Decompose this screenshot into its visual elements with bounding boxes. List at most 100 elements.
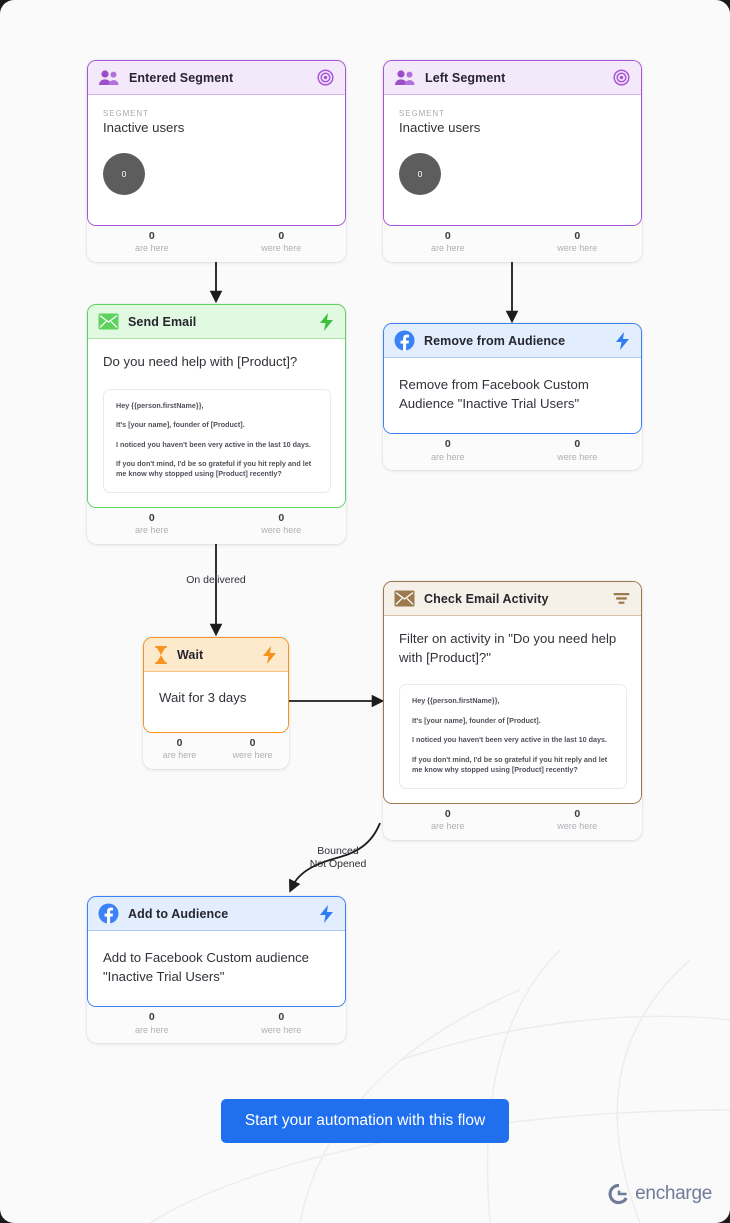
stat-are-here-value: 0 bbox=[148, 230, 155, 242]
node-check-email-activity-stats: 0 are here 0 were here bbox=[383, 804, 642, 838]
stat-are-here: 0 are here bbox=[143, 733, 216, 767]
lightning-bolt-icon bbox=[320, 904, 333, 923]
add-audience-description: Add to Facebook Custom audience "Inactiv… bbox=[103, 950, 309, 984]
stat-were-here-label: were here bbox=[261, 525, 302, 536]
remove-audience-description: Remove from Facebook Custom Audience "In… bbox=[399, 377, 589, 411]
node-wait-title: Wait bbox=[177, 647, 204, 662]
stat-were-here-value: 0 bbox=[278, 1011, 285, 1024]
stat-were-here-label: were here bbox=[261, 1024, 302, 1035]
stat-are-here: 0 are here bbox=[87, 1007, 217, 1041]
stat-were-here-label: were here bbox=[557, 243, 598, 254]
node-entered-segment-stats: 0 are here 0 were here bbox=[87, 226, 346, 260]
target-icon[interactable] bbox=[613, 69, 630, 86]
email-line: It's [your name], founder of [Product]. bbox=[412, 715, 541, 725]
stat-are-here-value: 0 bbox=[148, 1011, 155, 1024]
node-wait-body: Wait Wait for 3 days bbox=[143, 637, 289, 733]
node-wait-stats: 0 are here 0 were here bbox=[143, 733, 289, 767]
stat-are-here: 0 are here bbox=[87, 226, 217, 260]
node-send-email-stats: 0 are here 0 were here bbox=[87, 508, 346, 542]
stat-are-here: 0 are here bbox=[383, 804, 513, 838]
stat-are-here-label: are here bbox=[430, 820, 465, 831]
envelope-icon bbox=[394, 590, 415, 607]
email-body-preview: Hey {{person.firstName}}, It's [your nam… bbox=[103, 388, 331, 493]
wait-description: Wait for 3 days bbox=[159, 690, 247, 705]
node-send-email-body: Send Email Do you need help with [Produc… bbox=[87, 304, 346, 508]
stat-were-here: 0 were here bbox=[513, 434, 643, 468]
stat-were-here-value: 0 bbox=[278, 230, 285, 242]
stat-are-here-label: are here bbox=[430, 451, 465, 462]
connector-label-on-delivered: On delivered bbox=[186, 574, 246, 586]
node-wait-content: Wait for 3 days bbox=[144, 672, 288, 732]
node-add-to-audience-content: Add to Facebook Custom audience "Inactiv… bbox=[88, 931, 345, 1007]
node-check-email-activity-title: Check Email Activity bbox=[424, 591, 549, 606]
stat-were-here: 0 were here bbox=[513, 804, 643, 838]
stat-are-here-value: 0 bbox=[444, 230, 451, 242]
node-add-to-audience-stats: 0 are here 0 were here bbox=[87, 1007, 346, 1041]
stat-were-here-label: were here bbox=[557, 451, 598, 462]
node-entered-segment-title: Entered Segment bbox=[129, 70, 234, 85]
envelope-icon bbox=[98, 313, 119, 330]
node-left-segment-title: Left Segment bbox=[425, 70, 506, 85]
node-send-email-content: Do you need help with [Product]? Hey {{p… bbox=[88, 339, 345, 507]
node-add-to-audience-body: Add to Audience Add to Facebook Custom a… bbox=[87, 896, 346, 1008]
hourglass-icon bbox=[155, 645, 167, 664]
stat-were-here: 0 were here bbox=[217, 226, 347, 260]
stat-were-here-label: were here bbox=[232, 749, 273, 760]
stat-were-here-label: were here bbox=[261, 243, 302, 254]
filter-description: Filter on activity in "Do you need help … bbox=[399, 631, 617, 665]
stat-were-here-value: 0 bbox=[249, 736, 256, 749]
node-left-segment-content: SEGMENT Inactive users 0 bbox=[384, 95, 641, 225]
node-add-to-audience-title: Add to Audience bbox=[128, 906, 229, 921]
stat-are-here: 0 are here bbox=[87, 508, 217, 542]
target-icon[interactable] bbox=[317, 69, 334, 86]
stat-are-here-label: are here bbox=[134, 1024, 169, 1035]
node-left-segment[interactable]: Left Segment SEGMENT Inactive users 0 0 … bbox=[383, 60, 642, 262]
node-check-email-activity[interactable]: Check Email Activity Filter on activity … bbox=[383, 581, 642, 840]
email-body-preview: Hey {{person.firstName}}, It's [your nam… bbox=[399, 684, 627, 789]
lightning-bolt-icon bbox=[320, 312, 333, 331]
stat-were-here: 0 were here bbox=[513, 226, 643, 260]
facebook-icon bbox=[394, 330, 415, 351]
email-line: If you don't mind, I'd be so grateful if… bbox=[412, 754, 608, 775]
node-left-segment-header: Left Segment bbox=[384, 61, 641, 95]
filter-icon[interactable] bbox=[613, 591, 630, 607]
node-wait-header: Wait bbox=[144, 638, 288, 672]
node-check-email-activity-content: Filter on activity in "Do you need help … bbox=[384, 616, 641, 803]
email-line: Hey {{person.firstName}}, bbox=[116, 400, 204, 410]
people-icon bbox=[395, 69, 415, 85]
node-entered-segment-content: SEGMENT Inactive users 0 bbox=[88, 95, 345, 225]
stat-were-here: 0 were here bbox=[217, 508, 347, 542]
connector-label-bounced-not-opened: Bounced Not Opened bbox=[309, 845, 367, 871]
stat-were-here-value: 0 bbox=[278, 511, 285, 524]
stat-were-here-value: 0 bbox=[574, 230, 581, 242]
node-send-email[interactable]: Send Email Do you need help with [Produc… bbox=[87, 304, 346, 544]
node-remove-from-audience-header: Remove from Audience bbox=[384, 324, 641, 358]
node-check-email-activity-body: Check Email Activity Filter on activity … bbox=[383, 581, 642, 804]
node-add-to-audience[interactable]: Add to Audience Add to Facebook Custom a… bbox=[87, 896, 346, 1044]
brand-name: encharge bbox=[635, 1183, 712, 1204]
email-subject: Do you need help with [Product]? bbox=[103, 354, 298, 369]
node-wait[interactable]: Wait Wait for 3 days 0 are here 0 were h… bbox=[143, 637, 289, 769]
node-remove-from-audience[interactable]: Remove from Audience Remove from Faceboo… bbox=[383, 323, 642, 471]
node-check-email-activity-header: Check Email Activity bbox=[384, 582, 641, 616]
stat-were-here-value: 0 bbox=[574, 807, 581, 820]
stat-were-here: 0 were here bbox=[217, 1007, 347, 1041]
node-left-segment-body: Left Segment SEGMENT Inactive users 0 bbox=[383, 60, 642, 226]
node-send-email-header: Send Email bbox=[88, 305, 345, 339]
stat-are-here-label: are here bbox=[430, 243, 465, 254]
stat-are-here-value: 0 bbox=[444, 438, 451, 451]
node-remove-from-audience-stats: 0 are here 0 were here bbox=[383, 434, 642, 468]
stat-were-here: 0 were here bbox=[216, 733, 289, 767]
stat-are-here-value: 0 bbox=[148, 511, 155, 524]
node-remove-from-audience-title: Remove from Audience bbox=[424, 333, 566, 348]
brand-logo: encharge bbox=[608, 1183, 712, 1205]
stat-are-here-value: 0 bbox=[444, 807, 451, 820]
node-entered-segment[interactable]: Entered Segment SEGMENT Inactive users 0… bbox=[87, 60, 346, 262]
node-entered-segment-body: Entered Segment SEGMENT Inactive users 0 bbox=[87, 60, 346, 226]
email-line: I noticed you haven't been very active i… bbox=[412, 735, 608, 745]
node-add-to-audience-header: Add to Audience bbox=[88, 897, 345, 931]
start-automation-button[interactable]: Start your automation with this flow bbox=[221, 1099, 509, 1143]
encharge-c-logo-icon bbox=[608, 1183, 628, 1205]
stat-are-here-label: are here bbox=[134, 243, 169, 254]
